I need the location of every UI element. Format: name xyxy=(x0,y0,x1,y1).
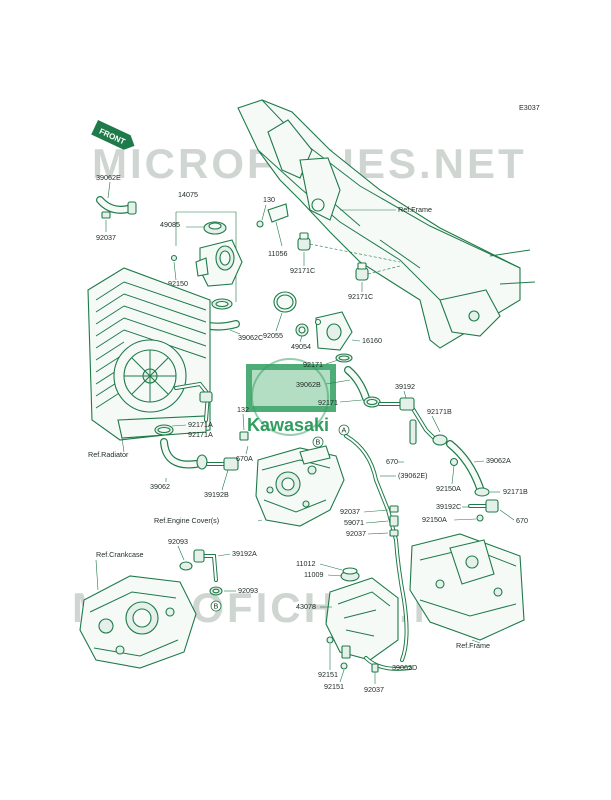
label-92171C-a: 92171C xyxy=(290,266,315,275)
frame-top xyxy=(237,99,536,349)
svg-text:B: B xyxy=(316,438,321,447)
label-92037-a: 92037 xyxy=(340,507,360,516)
svg-text:A: A xyxy=(342,426,347,435)
engine-cover xyxy=(255,445,345,527)
label-92171B-a: 92171B xyxy=(427,407,452,416)
marker-a-top: A xyxy=(338,424,350,436)
svg-text:B: B xyxy=(214,602,219,611)
label-39062C: 39062C xyxy=(238,333,263,342)
ref-engine-cover: Ref.Engine Cover(s) xyxy=(154,516,219,525)
label-92151-b: 92151 xyxy=(324,682,344,691)
label-49085: 49085 xyxy=(160,220,180,229)
ref-frame-top: Ref.Frame xyxy=(398,205,432,214)
ref-frame-bottom: Ref.Frame xyxy=(456,641,490,650)
label-39192B: 39192B xyxy=(204,490,229,499)
frame-bottom xyxy=(409,533,525,641)
label-11009: 11009 xyxy=(304,570,323,579)
label-92093-b: 92093 xyxy=(238,586,258,595)
label-670-b: 670 xyxy=(386,457,398,466)
label-39062A: 39062A xyxy=(486,456,511,465)
label-92150A-a: 92150A xyxy=(436,484,461,493)
label-92037-c: 92037 xyxy=(364,685,384,694)
label-92171-c: 92171 xyxy=(303,360,323,369)
label-39192C: 39192C xyxy=(436,502,461,511)
label-92171C-b: 92171C xyxy=(348,292,373,301)
label-49054: 49054 xyxy=(291,342,311,351)
label-132: 132 xyxy=(237,405,249,414)
label-130: 130 xyxy=(263,195,275,204)
label-670-c: 670 xyxy=(516,516,528,525)
label-92171A-b: 92171A xyxy=(188,430,213,439)
label-16160: 16160 xyxy=(362,336,382,345)
radiator xyxy=(87,267,213,441)
label-11056: 11056 xyxy=(268,249,287,258)
label-39062E-mid: (39062E) xyxy=(398,471,428,480)
label-92037-top: 92037 xyxy=(96,233,116,242)
marker-b-top: B xyxy=(312,436,324,448)
label-39192A: 39192A xyxy=(232,549,257,558)
label-92171B-b: 92171B xyxy=(503,487,528,496)
kawasaki-logo-text: Kawasaki xyxy=(247,415,329,435)
diagram-code: E3037 xyxy=(519,103,540,112)
label-43078: 43078 xyxy=(296,602,316,611)
crankcase xyxy=(79,575,197,669)
marker-b-bottom: B xyxy=(210,600,222,612)
label-92171A-a: 92171A xyxy=(188,420,213,429)
label-92055: 92055 xyxy=(263,331,283,340)
label-14075: 14075 xyxy=(178,190,198,199)
label-92150-top: 92150 xyxy=(168,279,188,288)
label-92037-b: 92037 xyxy=(346,529,366,538)
label-92093-a: 92093 xyxy=(168,537,188,546)
label-11012: 11012 xyxy=(296,559,315,568)
reservoir-tank xyxy=(325,567,399,670)
kawasaki-logo: Kawasaki xyxy=(246,358,336,436)
label-92151-a: 92151 xyxy=(318,670,338,679)
label-39062E-top: 39062E xyxy=(96,173,121,182)
label-39062B: 39062B xyxy=(296,380,321,389)
ref-crankcase: Ref.Crankcase xyxy=(96,550,144,559)
label-59071: 59071 xyxy=(344,518,364,527)
label-39062D: 39062D xyxy=(392,663,417,672)
label-39062: 39062 xyxy=(150,482,170,491)
label-92150A-b: 92150A xyxy=(422,515,447,524)
label-39192: 39192 xyxy=(395,382,415,391)
label-670-a: 670A xyxy=(236,454,253,463)
label-92171-d: 92171 xyxy=(318,398,338,407)
ref-radiator: Ref.Radiator xyxy=(88,450,129,459)
